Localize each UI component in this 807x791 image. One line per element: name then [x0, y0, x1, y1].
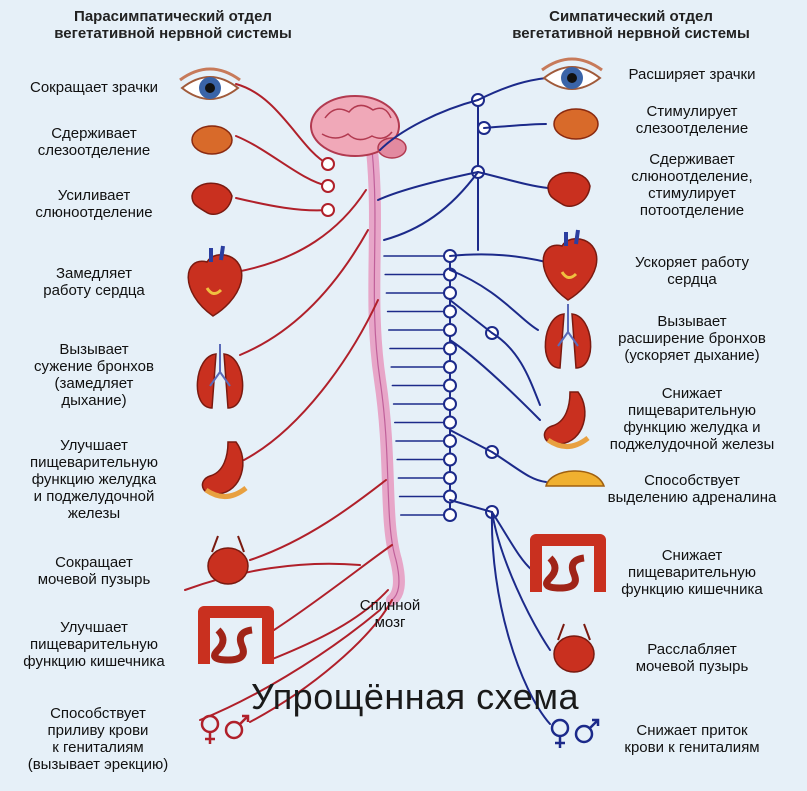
- para-nerve-9: [249, 599, 393, 723]
- symp-ganglion-13: [443, 471, 457, 485]
- symp-nerve-2: [483, 123, 547, 129]
- spinal-cord: [366, 144, 405, 606]
- symp-nerve-1: [477, 77, 547, 101]
- symp-gender-symbols-icon: [550, 718, 600, 748]
- para-label-heart: Замедляет работу сердца: [43, 265, 145, 299]
- symp-nerve-3: [477, 171, 549, 189]
- sympathetic-header: Симпатический отдел вегетативной нервной…: [512, 8, 750, 42]
- symp-label-intestine: Снижает пищеварительную функцию кишечник…: [621, 547, 763, 598]
- para-nerve-11: [269, 589, 389, 661]
- symp-label-heart: Ускоряет работу сердца: [634, 254, 750, 288]
- symp-nerve-5: [449, 269, 539, 331]
- symp-lungs-icon: [544, 304, 592, 369]
- symp-ganglion-3: [443, 286, 457, 300]
- para-salivary-gland-icon: [191, 182, 233, 216]
- watermark-caption: Упрощённая схема: [250, 676, 580, 717]
- para-nerve-2: [235, 135, 329, 187]
- symp-nerve-7: [449, 339, 541, 421]
- symp-ganglion-4: [443, 304, 457, 319]
- para-ganglion-3: [321, 203, 335, 217]
- symp-ganglion-12: [443, 452, 457, 467]
- symp-nerve-8: [491, 451, 547, 483]
- symp-nerve-15: [379, 99, 479, 151]
- para-nerve-3: [235, 197, 329, 212]
- para-gender-symbols-icon: [200, 714, 250, 744]
- para-label-stomach: Улучшает пищеварительную функцию желудка…: [29, 437, 159, 522]
- symp-ganglion-14: [443, 489, 457, 504]
- para-stomach-icon: [201, 441, 248, 499]
- para-nerve-8: [273, 544, 393, 631]
- symp-ganglion-10: [443, 415, 457, 430]
- symp-nerve-10: [491, 511, 551, 651]
- para-label-lacrimal: Сдерживает слезоотделение: [37, 125, 151, 159]
- symp-ganglion-6: [443, 341, 457, 356]
- symp-bladder-icon: [553, 623, 595, 673]
- para-bladder-icon: [207, 535, 249, 585]
- para-label-salivary: Усиливает слюноотделение: [35, 187, 153, 221]
- symp-nerve-11: [490, 511, 551, 725]
- symp-nerve-16: [377, 171, 479, 201]
- para-label-genitals: Способствует приливу крови к гениталиям …: [27, 705, 169, 773]
- para-label-eye: Сокращает зрачки: [30, 79, 158, 96]
- symp-nerve-6: [491, 332, 541, 406]
- symp-ganglion-8: [443, 378, 457, 393]
- symp-label-eye: Расширяет зрачки: [628, 66, 756, 83]
- symp-label-genitals: Снижает приток крови к гениталиям: [624, 722, 760, 756]
- symp-label-lacrimal: Стимулирует слезоотделение: [635, 103, 749, 137]
- symp-ganglion-11: [443, 434, 457, 448]
- symp-ganglion-7: [443, 360, 457, 374]
- symp-adrenal-gland-icon: [545, 470, 606, 487]
- symp-heart-icon: [542, 229, 598, 301]
- para-intestine-icon: [198, 606, 274, 664]
- symp-nerve-17: [383, 171, 479, 241]
- para-nerve-4: [235, 189, 367, 273]
- symp-nerve-9: [491, 511, 533, 571]
- para-nerve-7: [249, 479, 387, 561]
- para-heart-icon: [187, 245, 243, 317]
- symp-ganglion-9: [443, 397, 457, 411]
- symp-label-stomach: Снижает пищеварительную функцию желудка …: [609, 385, 775, 453]
- symp-label-bladder: Расслабляет мочевой пузырь: [635, 641, 749, 675]
- para-nerve-1: [235, 83, 329, 165]
- symp-salivary-gland-icon: [547, 171, 591, 207]
- para-ganglion-2: [321, 179, 335, 193]
- symp-nerve-4: [449, 253, 547, 263]
- para-nerve-5: [239, 229, 369, 356]
- symp-nerve-13: [449, 429, 493, 453]
- spinal-cord-outline: [371, 149, 400, 601]
- para-ganglion-1: [321, 157, 335, 171]
- symp-label-adrenal: Способствует выделению адреналина: [607, 472, 777, 506]
- para-nerve-12: [199, 609, 381, 721]
- para-label-bladder: Сокращает мочевой пузырь: [37, 554, 151, 588]
- para-label-lungs: Вызывает сужение бронхов (замедляет дыха…: [34, 341, 154, 409]
- symp-nerve-14: [449, 499, 493, 513]
- para-eye-icon: [179, 67, 241, 100]
- symp-label-lungs: Вызывает расширение бронхов (ускоряет ды…: [618, 313, 766, 364]
- symp-ganglion-15: [443, 508, 457, 522]
- symp-nerve-12: [449, 299, 493, 334]
- para-nerve-10: [184, 562, 361, 591]
- para-lungs-icon: [196, 344, 244, 409]
- para-lacrimal-gland-icon: [191, 125, 233, 155]
- parasympathetic-header: Парасимпатический отдел вегетативной нер…: [54, 8, 292, 42]
- symp-lacrimal-gland-icon: [553, 108, 599, 140]
- brain-icon: [310, 95, 407, 159]
- symp-stomach-icon: [543, 391, 590, 449]
- para-nerve-6: [243, 299, 379, 461]
- spinal-cord-label: Спинной мозг: [359, 597, 421, 631]
- symp-label-salivary: Сдерживает слюноотделение, стимулирует п…: [631, 151, 753, 219]
- para-label-intestine: Улучшает пищеварительную функцию кишечни…: [23, 619, 165, 670]
- symp-intestine-icon: [530, 534, 606, 592]
- symp-ganglion-5: [443, 323, 457, 337]
- symp-eye-icon: [541, 57, 603, 90]
